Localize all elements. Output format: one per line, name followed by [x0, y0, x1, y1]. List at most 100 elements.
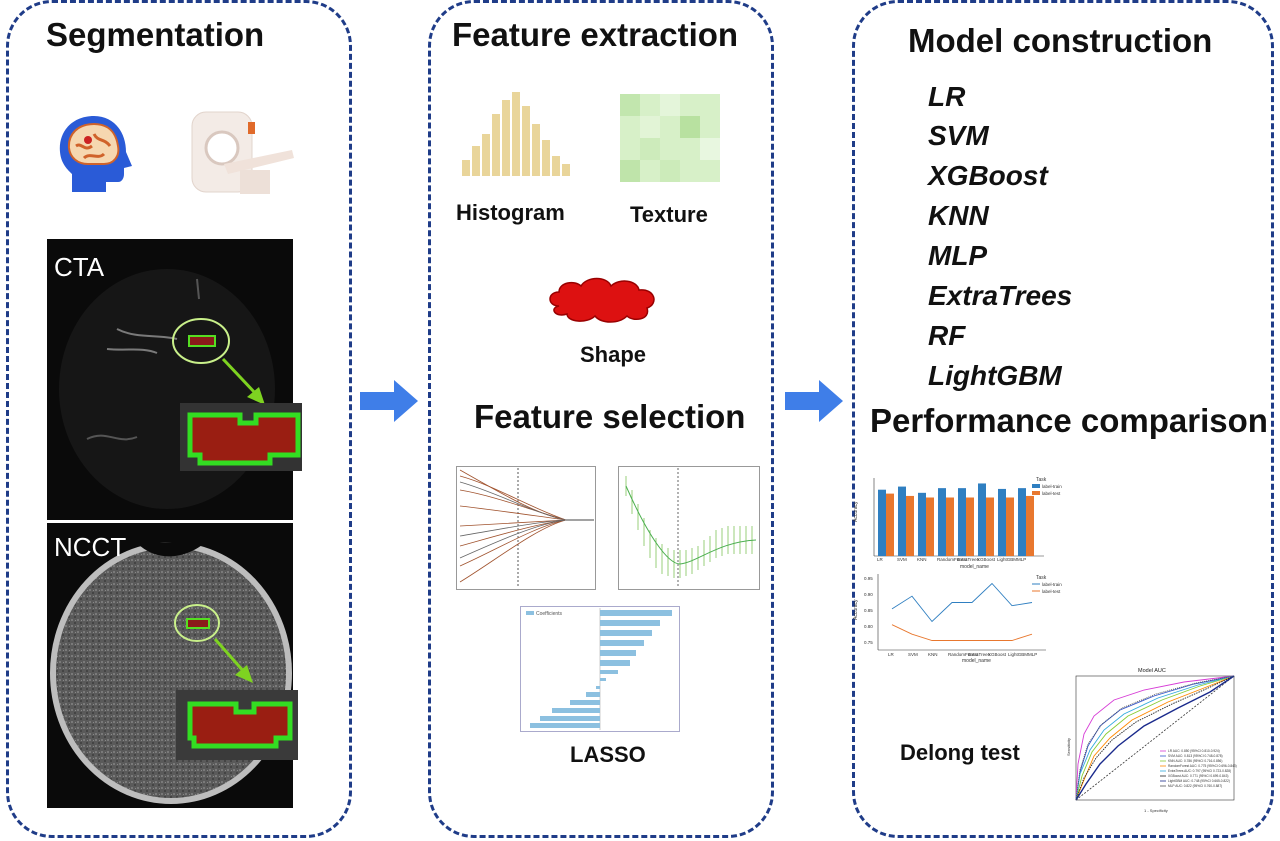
bar-xlabel: model_name: [960, 564, 989, 570]
shape-cloud-icon: [549, 277, 655, 323]
bar-label-test: [906, 495, 914, 556]
bar-label-train: [898, 486, 906, 556]
lasso-path-chart: [456, 466, 596, 590]
lasso-label: LASSO: [570, 742, 646, 767]
roc-legend-entry: RandomForest AUC: 0.775 (95%CI 0.696-0.8…: [1168, 764, 1237, 768]
line-label-train: [891, 582, 1033, 623]
roc-legend-entry: ExtraTrees AUC: 0.797 (95%CI 0.723-0.828…: [1168, 769, 1231, 773]
line-ytick: 0.90: [864, 592, 873, 597]
ct-scanner-icon: [191, 111, 294, 194]
feature-panel: [428, 0, 774, 838]
roc-legend-entry: LR AUC: 0.850 (95%CI 0.810-0.924): [1168, 749, 1220, 753]
performance-title: Performance comparison: [870, 402, 1268, 439]
bar-xtick: LR: [877, 557, 884, 562]
bar-label-test: [886, 493, 894, 556]
bar-label-train: [998, 488, 1006, 556]
ncct-label: NCCT: [54, 532, 127, 562]
coef-legend: Coefficients: [536, 611, 563, 617]
bar-xtick: MLP: [1017, 557, 1026, 562]
model-item: MLP: [928, 240, 988, 271]
texture-label: Texture: [630, 202, 708, 227]
line-ylabel: Accuracy: [853, 599, 859, 620]
roc-legend-entry: MLP AUC: 0.822 (95%CI 0.760-0.887): [1168, 784, 1222, 788]
lasso-coefficient-chart: Coefficients: [520, 606, 680, 732]
bar-xtick: SVM: [897, 557, 907, 562]
line-xtick: SVM: [908, 652, 918, 657]
line-xtick: LightGBM: [1008, 652, 1028, 657]
feature-selection-title: Feature selection: [474, 398, 746, 435]
line-xtick: LR: [888, 652, 895, 657]
bar-xtick: XGBoost: [977, 557, 996, 562]
bar-label-test: [966, 497, 974, 556]
histogram-label: Histogram: [456, 200, 565, 225]
line-xtick: KNN: [928, 652, 938, 657]
line-label-test: [891, 624, 1033, 641]
accuracy-line-chart: Accuracy 0.95 0.90 0.85 0.80 0.75 LR SVM K…: [853, 574, 1062, 664]
bar-label-train: [878, 489, 886, 556]
texture-icon: [620, 94, 720, 182]
cta-label: CTA: [54, 252, 105, 282]
model-construction-title: Model construction: [908, 22, 1213, 59]
roc-ylabel: Sensitivity: [1066, 738, 1071, 756]
cta-zoom-inset: [180, 403, 302, 471]
bar-label-test: [926, 497, 934, 556]
roc-title: Model AUC: [1138, 668, 1166, 674]
histogram-icon: [462, 92, 570, 176]
line-xtick: XGBoost: [988, 652, 1007, 657]
line-xlabel: model_name: [962, 658, 991, 664]
bar-label-test: [986, 497, 994, 556]
accuracy-bar-chart: Accuracy LR SVM KNN RandomForestExtraTreesX…: [853, 477, 1062, 570]
bar-xtick: ExtraTrees: [957, 557, 980, 562]
line-xtick: MLP: [1028, 652, 1037, 657]
bar-xtick: LightGBM: [997, 557, 1017, 562]
ncct-zoom-inset: [176, 690, 298, 760]
model-panel: [852, 0, 1274, 838]
segmentation-title: Segmentation: [46, 16, 265, 53]
bar-label-train: [918, 492, 926, 556]
line-ytick: 0.75: [864, 640, 873, 645]
line-legend-train: label-train: [1042, 582, 1062, 587]
bar-label-train: [958, 488, 966, 556]
model-item: RF: [928, 320, 966, 351]
bar-xtick: KNN: [917, 557, 927, 562]
line-xtick: RandomForest: [948, 652, 979, 657]
bar-legend-title: Task: [1036, 477, 1047, 483]
segmentation-panel: [6, 0, 352, 838]
bar-legend-test: label-test: [1042, 491, 1061, 496]
roc-chart: Model AUC Sensitivity LR AUC: 0.850 (95%…: [1066, 668, 1237, 813]
line-ytick: 0.95: [864, 576, 873, 581]
model-item: LR: [928, 81, 966, 112]
line-ytick: 0.80: [864, 624, 873, 629]
line-xtick: ExtraTrees: [968, 652, 991, 657]
model-item: LightGBM: [928, 360, 1062, 391]
brain-head-icon: [59, 116, 132, 192]
shape-label: Shape: [580, 342, 647, 367]
feature-extraction-title: Feature extraction: [452, 16, 739, 53]
roc-legend-entry: XGBoost AUC: 0.771 (95%CI 0.699-0.843): [1168, 774, 1228, 778]
lasso-cv-chart: [618, 466, 760, 590]
model-item: ExtraTrees: [928, 280, 1073, 311]
line-ytick: 0.85: [864, 608, 873, 613]
bar-label-test: [1026, 495, 1034, 556]
delong-label: Delong test: [900, 740, 1020, 765]
bar-label-train: [938, 488, 946, 556]
ncct-scan-image: [47, 523, 293, 808]
bar-ylabel: Accuracy: [853, 501, 859, 522]
bar-label-test: [1006, 497, 1014, 556]
model-item: XGBoost: [928, 160, 1048, 191]
bar-legend-train: label-train: [1042, 484, 1062, 489]
line-legend-test: label-test: [1042, 589, 1061, 594]
roc-legend-entry: SVM AUC: 0.813 (95%CI 0.748-0.878): [1168, 754, 1223, 758]
arrow-right-icon: [360, 380, 418, 422]
bar-label-train: [978, 483, 986, 556]
bar-xtick: RandomForest: [937, 557, 968, 562]
roc-legend-entry: LightGBM AUC: 0.748 (95%CI 0.665-0.822): [1168, 779, 1230, 783]
roc-legend-entry: KNN AUC: 0.786 (95%CI 0.716-0.856): [1168, 759, 1222, 763]
line-legend-title: Task: [1036, 575, 1047, 581]
arrow-right-icon: [785, 380, 843, 422]
bar-label-train: [1018, 488, 1026, 556]
roc-xlabel: 1 - Specificity: [1144, 808, 1168, 813]
bar-label-test: [946, 497, 954, 556]
model-item: KNN: [928, 200, 989, 231]
model-item: SVM: [928, 120, 989, 151]
